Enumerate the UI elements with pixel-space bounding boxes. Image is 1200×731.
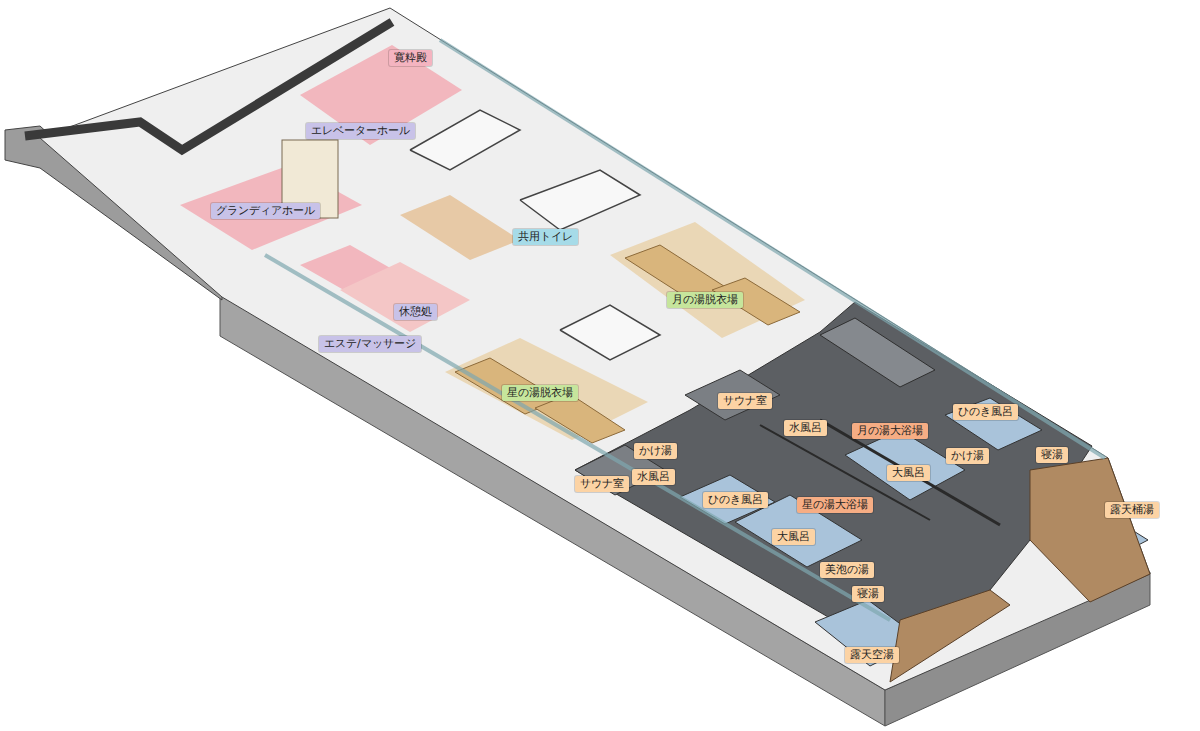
room-name: 月の湯大浴場 xyxy=(857,424,923,437)
room-label: 露天桶湯 xyxy=(1105,502,1159,518)
room-label: グランディアホール xyxy=(211,203,320,219)
changing-room-floor xyxy=(610,222,805,338)
sauna-room xyxy=(685,370,780,420)
room-label: 共用トイレ xyxy=(513,229,578,245)
room-name: かけ湯 xyxy=(639,444,672,457)
room-name: ひのき風呂 xyxy=(958,405,1013,418)
room-name: 星の湯脱衣場 xyxy=(507,386,573,399)
room-label: 月の湯脱衣場 xyxy=(667,292,743,308)
shower-row xyxy=(820,318,935,387)
room-label: エステ/マッサージ xyxy=(319,336,421,352)
room-name: 大風呂 xyxy=(777,530,810,543)
room-name: 露天空湯 xyxy=(850,648,894,661)
room-label: 美泡の湯 xyxy=(820,562,874,578)
room-name: 水風呂 xyxy=(789,421,822,434)
room-label: 水風呂 xyxy=(784,420,827,436)
room-label: 休憩処 xyxy=(394,304,437,320)
corridor-floor xyxy=(400,195,520,260)
room-label: エレベーターホール xyxy=(306,123,415,139)
interior-wall xyxy=(760,425,930,520)
room-label: 星の湯大浴場 xyxy=(797,497,873,513)
room-label: 水風呂 xyxy=(632,469,675,485)
room-name: 休憩処 xyxy=(399,305,432,318)
glass-wall xyxy=(440,40,1105,458)
interior-wall xyxy=(410,110,520,170)
room-label: 月の湯大浴場 xyxy=(852,423,928,439)
rest-area-floor xyxy=(340,262,470,332)
room-label: 露天空湯 xyxy=(845,647,899,663)
glass-wall xyxy=(265,255,890,620)
room-label: サウナ室 xyxy=(718,393,772,409)
room-label: ひのき風呂 xyxy=(953,404,1018,420)
room-label: 星の湯脱衣場 xyxy=(502,385,578,401)
room-label: 大風呂 xyxy=(772,529,815,545)
room-name: サウナ室 xyxy=(723,394,767,407)
wood-deck xyxy=(890,590,1010,682)
room-label: 寛粋殿 xyxy=(389,50,432,66)
bath-floor xyxy=(575,302,1092,650)
room-name: グランディアホール xyxy=(216,204,315,217)
room-name: かけ湯 xyxy=(951,449,984,462)
room-label: 寝湯 xyxy=(1036,447,1068,463)
room-label: ひのき風呂 xyxy=(703,492,768,508)
wood-deck xyxy=(1030,458,1150,602)
room-name: ひのき風呂 xyxy=(708,493,763,506)
room-label: かけ湯 xyxy=(634,443,677,459)
room-name: 大風呂 xyxy=(892,466,925,479)
pool xyxy=(680,475,775,524)
room-label: サウナ室 xyxy=(575,476,629,492)
room-name: 月の湯脱衣場 xyxy=(672,293,738,306)
room-name: 寛粋殿 xyxy=(394,51,427,64)
room-name: エレベーターホール xyxy=(311,124,410,137)
room-label: 大風呂 xyxy=(887,465,930,481)
room-name: 星の湯大浴場 xyxy=(802,498,868,511)
room-name: 寝湯 xyxy=(1041,448,1063,461)
pool xyxy=(845,430,965,500)
room-name: 水風呂 xyxy=(637,470,670,483)
room-name: 共用トイレ xyxy=(518,230,573,243)
room-label: かけ湯 xyxy=(946,448,989,464)
pool xyxy=(945,398,1042,450)
room-name: エステ/マッサージ xyxy=(324,337,416,350)
room-label: 寝湯 xyxy=(852,586,884,602)
room-name: 美泡の湯 xyxy=(825,563,869,576)
room-name: 露天桶湯 xyxy=(1110,503,1154,516)
room-name: 寝湯 xyxy=(857,587,879,600)
interior-wall xyxy=(560,305,660,360)
floor-plate xyxy=(40,8,1150,690)
room-name: サウナ室 xyxy=(580,477,624,490)
interior-wall xyxy=(520,170,640,230)
